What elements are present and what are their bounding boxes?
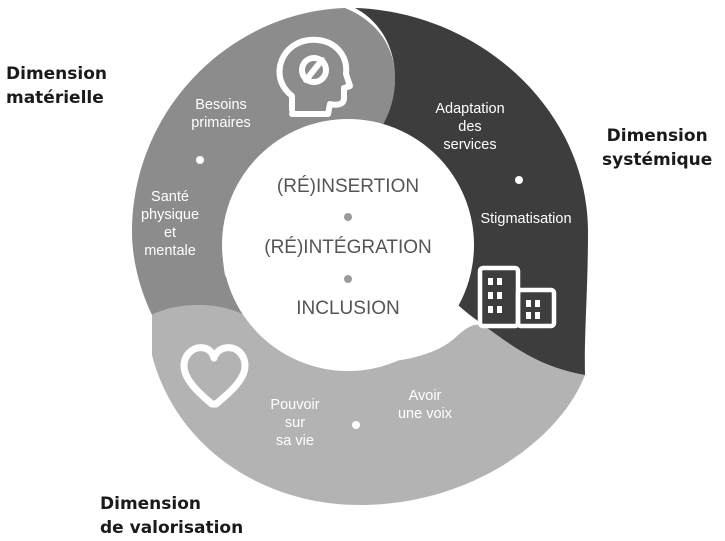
center-integration: (RÉ)INTÉGRATION bbox=[264, 237, 432, 258]
bullet-center-2 bbox=[344, 275, 352, 283]
dim-materielle-line2: matérielle bbox=[6, 88, 104, 108]
sante-line3: et bbox=[163, 225, 177, 241]
item-besoins-primaires: Besoins primaires bbox=[176, 96, 266, 132]
item-adaptation-services: Adaptation des services bbox=[420, 100, 520, 154]
item-pouvoir-sur-sa-vie: Pouvoir sur sa vie bbox=[260, 396, 330, 450]
item-stigmatisation: Stigmatisation bbox=[468, 210, 584, 228]
center-inclusion: INCLUSION bbox=[296, 298, 400, 319]
besoins-line2: primaires bbox=[191, 115, 251, 131]
dim-valorisation-line1: Dimension bbox=[100, 494, 202, 514]
bullet-materielle bbox=[196, 156, 204, 164]
adaptation-line3: services bbox=[443, 137, 497, 153]
item-sante: Santé physique et mentale bbox=[130, 188, 210, 260]
label-dimension-valorisation: Dimension de valorisation bbox=[100, 492, 243, 540]
bullet-center-1 bbox=[344, 213, 352, 221]
sante-line1: Santé bbox=[151, 189, 189, 205]
adaptation-line2: des bbox=[458, 119, 482, 135]
segment-valorisation bbox=[152, 305, 585, 505]
item-avoir-une-voix: Avoir une voix bbox=[380, 387, 470, 423]
besoins-line1: Besoins bbox=[195, 97, 247, 113]
dim-systemique-line2: systémique bbox=[602, 150, 713, 170]
pouvoir-line3: sa vie bbox=[276, 433, 314, 449]
heart-icon bbox=[180, 344, 249, 408]
dim-systemique-line1: Dimension bbox=[606, 126, 708, 146]
center-insertion: (RÉ)INSERTION bbox=[276, 176, 420, 197]
stigmatisation-text: Stigmatisation bbox=[480, 211, 572, 227]
sante-line4: mentale bbox=[144, 243, 196, 259]
voix-line1: Avoir bbox=[408, 388, 442, 404]
buildings-icon bbox=[477, 265, 557, 329]
sante-line2: physique bbox=[140, 207, 200, 223]
dim-valorisation-line2: de valorisation bbox=[100, 518, 244, 538]
pouvoir-line2: sur bbox=[284, 415, 306, 431]
head-mind-icon bbox=[276, 36, 353, 117]
voix-line2: une voix bbox=[397, 406, 452, 422]
dim-materielle-line1: Dimension bbox=[6, 64, 108, 84]
segment-systemique bbox=[355, 8, 588, 375]
adaptation-line1: Adaptation bbox=[435, 101, 505, 117]
bullet-valorisation bbox=[352, 421, 360, 429]
center-circle bbox=[222, 119, 474, 371]
label-dimension-materielle: Dimension matérielle bbox=[6, 62, 107, 110]
label-dimension-systemique: Dimension systémique bbox=[602, 124, 712, 172]
bullet-systemique bbox=[515, 176, 523, 184]
pouvoir-line1: Pouvoir bbox=[270, 397, 320, 413]
